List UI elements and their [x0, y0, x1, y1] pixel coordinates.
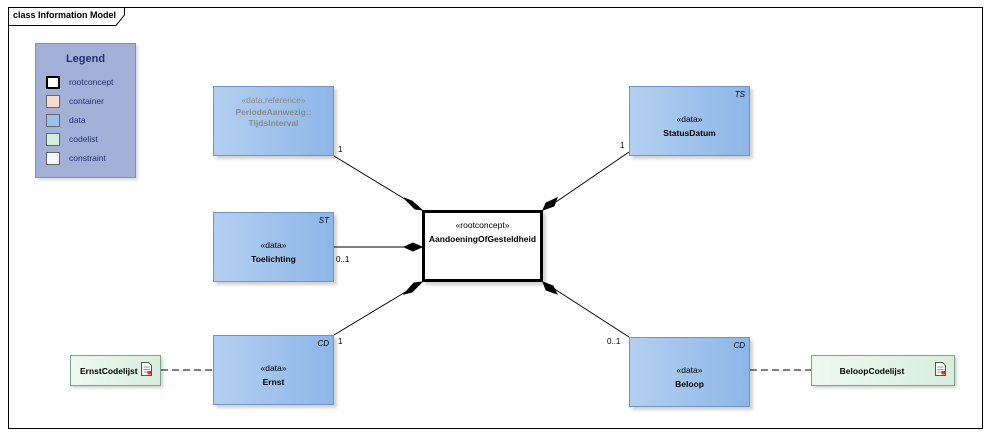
composition-diamond-toelichting	[402, 242, 424, 252]
class-name: Beloop	[675, 379, 704, 389]
class-root-concept[interactable]: «rootconcept» AandoeningOfGesteldheid	[422, 210, 543, 282]
class-beloop[interactable]: CD «data» Beloop	[629, 337, 750, 407]
codelist-name: BeloopCodelijst	[839, 366, 905, 376]
codelist-name: ErnstCodelijst	[80, 366, 138, 376]
diagram-frame	[8, 7, 983, 429]
class-stereotype: «rootconcept»	[455, 220, 510, 230]
legend-swatch-codelist	[46, 133, 60, 146]
legend-swatch-data	[46, 114, 60, 127]
connector-periode	[333, 155, 414, 205]
legend-swatch-container	[46, 95, 60, 108]
class-name: PeriodeAanwezig:: TijdsInterval	[235, 107, 312, 128]
frame-title-tab	[8, 7, 125, 26]
class-name: Ernst	[262, 377, 285, 387]
multiplicity-ernst: 1	[338, 337, 343, 346]
composition-diamond-beloop	[542, 281, 559, 295]
document-icon	[141, 362, 152, 376]
composition-diamond-ernst	[402, 281, 424, 295]
connector-ernst	[333, 287, 413, 336]
multiplicity-status: 1	[620, 141, 625, 150]
composition-diamond-status	[542, 197, 558, 211]
class-stereotype: «data»	[676, 114, 703, 124]
class-stereotype: «data»	[260, 363, 287, 373]
codelist-beloop[interactable]: BeloopCodelijst	[811, 355, 955, 386]
class-status-datum[interactable]: TS «data» StatusDatum	[629, 86, 750, 156]
class-type-tag: CD	[317, 339, 329, 348]
legend-label: container	[69, 96, 104, 106]
class-stereotype: «data»	[260, 240, 287, 250]
class-stereotype: «data,reference»	[241, 95, 306, 105]
composition-diamond-periode	[403, 197, 424, 211]
legend-label: constraint	[69, 153, 106, 163]
legend-label: codelist	[69, 134, 98, 144]
class-name: Toelichting	[251, 254, 296, 264]
legend-swatch-rootconcept	[46, 76, 60, 89]
legend-label: rootconcept	[69, 77, 114, 87]
class-type-tag: ST	[318, 216, 329, 225]
class-toelichting[interactable]: ST «data» Toelichting	[213, 212, 334, 282]
class-name: AandoeningOfGesteldheid	[428, 234, 537, 244]
frame-title: class Information Model	[13, 10, 117, 20]
class-name: StatusDatum	[663, 128, 716, 138]
class-periode-aanwezig[interactable]: «data,reference» PeriodeAanwezig:: Tijds…	[213, 86, 334, 156]
multiplicity-periode: 1	[338, 145, 343, 154]
class-type-tag: TS	[734, 90, 745, 99]
connector-beloop	[552, 287, 630, 338]
multiplicity-beloop: 0..1	[607, 337, 621, 346]
legend-swatch-constraint	[46, 152, 60, 165]
legend: Legend rootconcept container data codeli…	[35, 43, 136, 178]
multiplicity-toelichting: 0..1	[336, 255, 350, 264]
connector-status	[552, 151, 630, 205]
legend-label: data	[69, 115, 86, 125]
class-ernst[interactable]: CD «data» Ernst	[213, 335, 334, 405]
class-type-tag: CD	[733, 341, 745, 350]
document-icon	[935, 362, 946, 376]
class-stereotype: «data»	[676, 365, 703, 375]
codelist-ernst[interactable]: ErnstCodelijst	[70, 355, 161, 386]
legend-title: Legend	[65, 53, 106, 65]
